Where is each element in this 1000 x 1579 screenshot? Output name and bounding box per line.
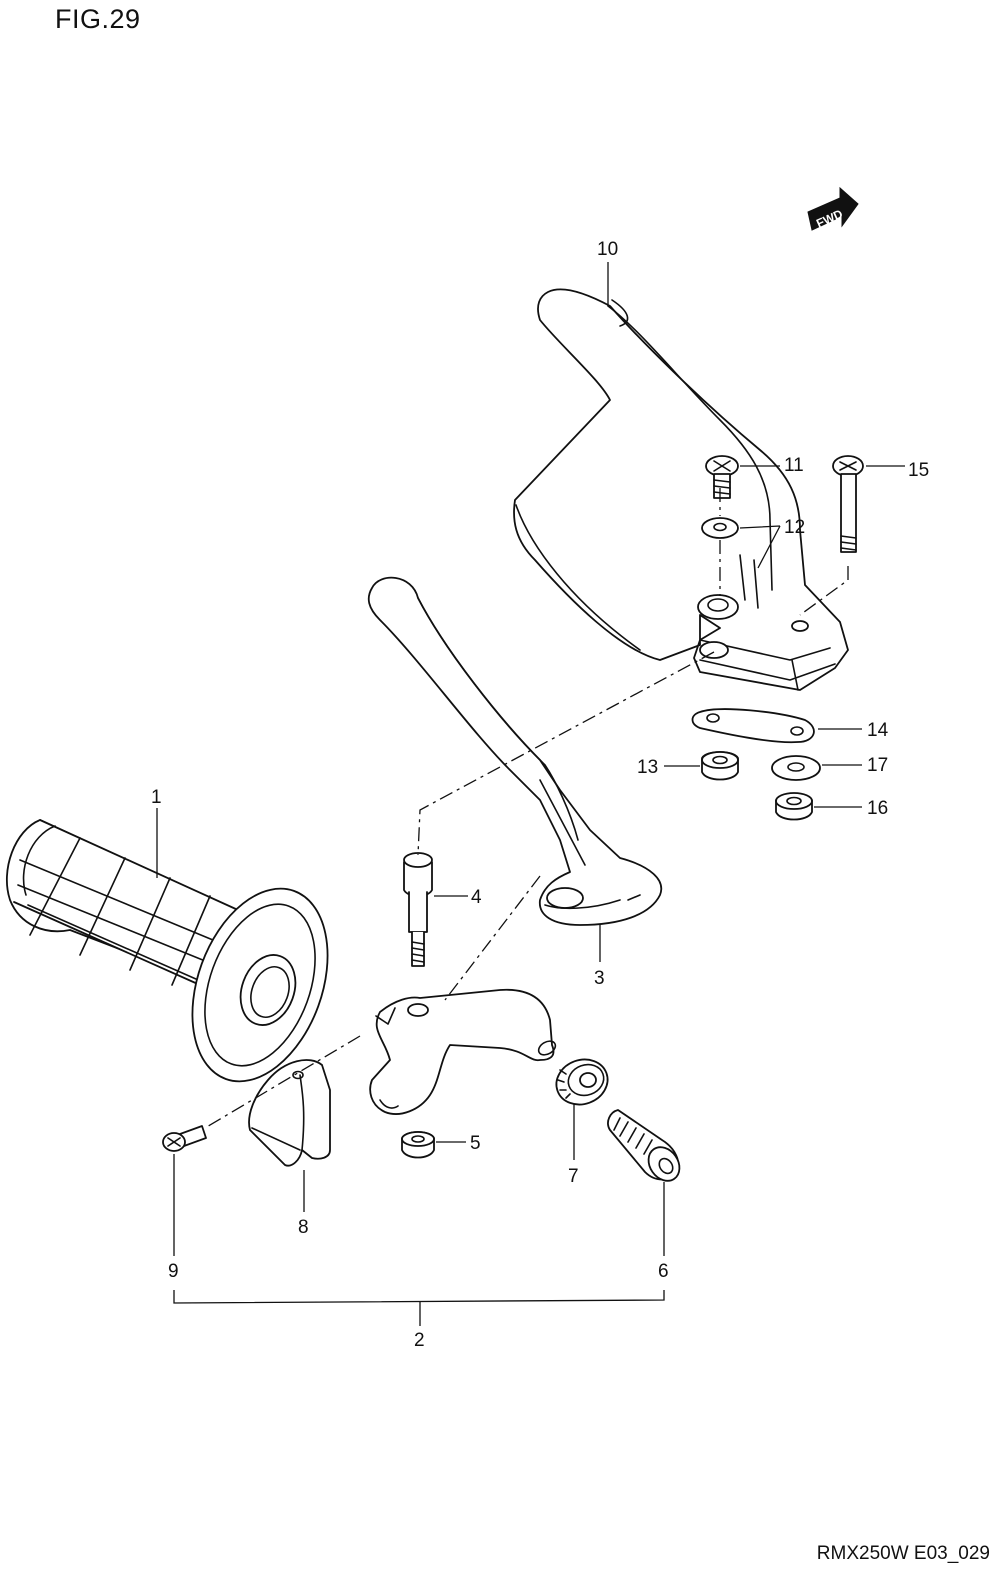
lever-bracket-icon	[369, 988, 557, 1115]
callout-11: 11	[784, 455, 804, 476]
callout-6: 6	[658, 1261, 669, 1282]
grip-icon	[6, 819, 329, 1083]
callout-13: 13	[637, 757, 658, 778]
adjuster-nut-icon	[555, 1058, 609, 1106]
callout-1: 1	[151, 787, 162, 808]
callout-3: 3	[594, 968, 605, 989]
callout-4: 4	[471, 887, 482, 908]
screw-icon	[705, 455, 739, 499]
pivot-bolt-icon	[403, 852, 433, 967]
nut-icon	[775, 792, 813, 821]
plate-icon	[691, 708, 815, 744]
callout-numbers: 10 11 12 15 14 13 17 16 1 4 3 5 7 8 9 6 …	[151, 239, 929, 1351]
callout-9: 9	[168, 1261, 179, 1282]
nut-icon	[701, 751, 739, 781]
callout-14: 14	[867, 720, 889, 741]
clutch-lever-icon	[367, 576, 663, 926]
figure-title: FIG.29	[55, 4, 141, 34]
callout-2: 2	[414, 1330, 425, 1351]
callout-7: 7	[568, 1166, 579, 1187]
holder-clamp-icon	[248, 1059, 331, 1167]
screw-icon	[162, 1125, 207, 1152]
assembly-center-lines	[204, 488, 849, 1129]
figure-code: RMX250W E03_029	[816, 1543, 990, 1564]
callout-12: 12	[784, 517, 805, 538]
nut-icon	[401, 1131, 435, 1159]
bolt-icon	[832, 455, 864, 553]
fwd-arrow-icon: FWD	[807, 186, 859, 231]
callout-16: 16	[867, 798, 888, 819]
callout-8: 8	[298, 1217, 309, 1238]
callout-leader-lines	[156, 262, 905, 1326]
washer-icon	[701, 517, 739, 539]
callout-17: 17	[867, 755, 888, 776]
adjuster-bolt-icon	[607, 1109, 681, 1182]
callout-15: 15	[908, 460, 929, 481]
hand-guard-icon	[513, 288, 849, 691]
callout-5: 5	[470, 1133, 481, 1154]
washer-icon	[771, 755, 821, 781]
callout-10: 10	[597, 239, 618, 260]
